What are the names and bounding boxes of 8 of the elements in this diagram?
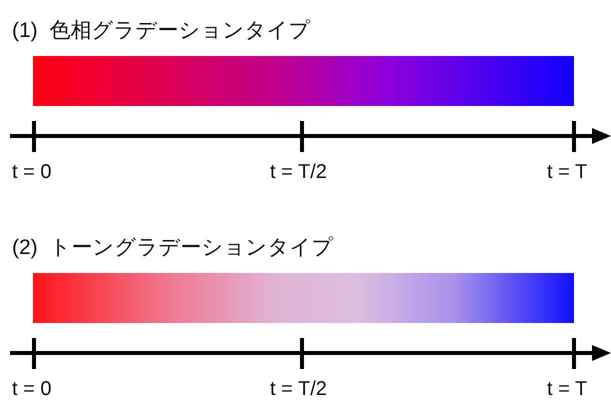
tick-label: t = T (547, 160, 588, 184)
section-heading: (2) トーングラデーションタイプ (12, 235, 334, 261)
tick-label: t = T/2 (270, 160, 327, 184)
section-heading: (1) 色相グラデーションタイプ (12, 18, 310, 44)
tick-label: t = 0 (12, 160, 52, 184)
tick-label: t = T (547, 377, 588, 401)
tick-label: t = T/2 (270, 377, 327, 401)
tick-label: t = 0 (12, 377, 52, 401)
